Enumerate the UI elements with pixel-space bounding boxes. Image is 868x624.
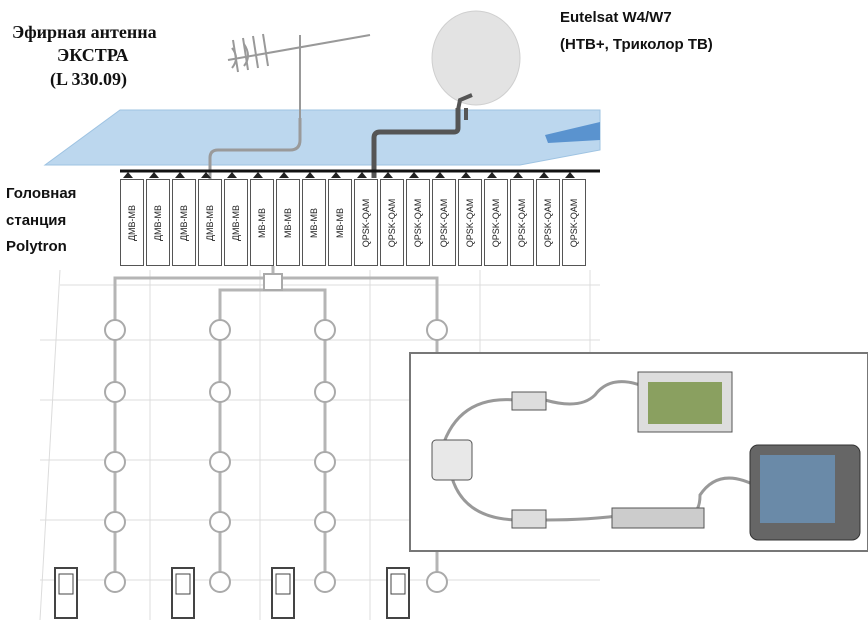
module-12: QPSK-QAM <box>406 179 430 266</box>
module-7: МВ-МВ <box>276 179 300 266</box>
antenna-subtitle: ЭКСТРА <box>57 45 129 65</box>
tap-outlets <box>104 319 448 593</box>
antenna-title: Эфирная антенна <box>12 22 157 42</box>
headend-label-line3: Polytron <box>6 238 67 255</box>
module-6: МВ-МВ <box>250 179 274 266</box>
module-4: ДМВ-МВ <box>198 179 222 266</box>
module-16: QPSK-QAM <box>510 179 534 266</box>
module-2: ДМВ-МВ <box>146 179 170 266</box>
module-17: QPSK-QAM <box>536 179 560 266</box>
antenna-cable <box>208 118 302 180</box>
apartment-detail-panel <box>409 352 868 552</box>
set-top-box-icon <box>611 507 705 529</box>
module-15: QPSK-QAM <box>484 179 508 266</box>
distribution-risers <box>113 266 439 580</box>
roof-slab <box>43 109 601 166</box>
headend-label-line1: Головная <box>6 185 77 202</box>
apartment-splitter-icon <box>431 439 473 481</box>
main-splitter <box>263 273 283 291</box>
satellite-cable <box>371 108 468 178</box>
connector-ticks <box>123 172 575 178</box>
module-13: QPSK-QAM <box>432 179 456 266</box>
module-18: QPSK-QAM <box>562 179 586 266</box>
module-10: QPSK-QAM <box>354 179 378 266</box>
module-5: ДМВ-МВ <box>224 179 248 266</box>
satellite-dish-icon <box>431 10 521 111</box>
headend-label-line2: станция <box>6 212 67 229</box>
antenna-code: (L 330.09) <box>50 69 128 89</box>
apartment-doors <box>54 567 410 619</box>
terrestrial-antenna-icon <box>227 33 371 120</box>
module-8: МВ-МВ <box>302 179 326 266</box>
module-1: ДМВ-МВ <box>120 179 144 266</box>
module-11: QPSK-QAM <box>380 179 404 266</box>
satellite-name: Eutelsat W4/W7 <box>560 9 672 26</box>
satellite-channels: (НТВ+, Триколор ТВ) <box>560 36 713 53</box>
module-3: ДМВ-МВ <box>172 179 196 266</box>
module-14: QPSK-QAM <box>458 179 482 266</box>
wall-socket-icon-2 <box>511 509 547 529</box>
module-9: МВ-МВ <box>328 179 352 266</box>
wall-socket-icon <box>511 391 547 411</box>
